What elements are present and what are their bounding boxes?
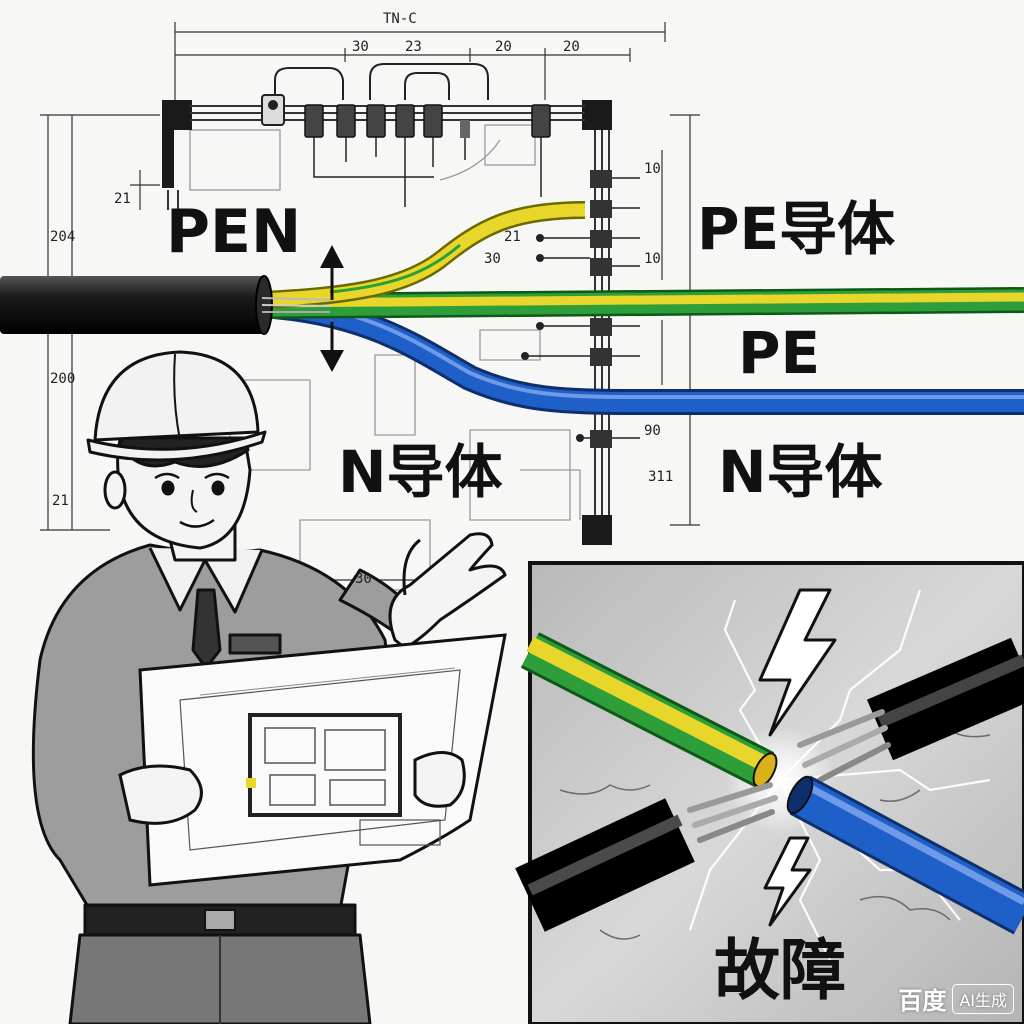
dimension-mid-3: 30: [355, 571, 372, 587]
watermark-ai-badge: AI生成: [952, 983, 1014, 1014]
split-arrows: [320, 245, 344, 372]
label-pen: PEN: [166, 197, 302, 267]
label-fault: 故障: [714, 932, 846, 1009]
fault-neutral-conductor: [786, 775, 1024, 935]
fault-pe-conductor: [520, 632, 778, 788]
fault-inset: [515, 561, 1024, 1024]
watermark: 百度 AI生成: [898, 981, 1014, 1016]
dimension-right-3: 90: [644, 423, 661, 439]
lightning-bolt-icon: [758, 588, 837, 737]
dimension-left-4: 21: [52, 493, 69, 509]
dimension-top-2: 23: [405, 39, 422, 55]
label-pe-conductor: PE导体: [697, 195, 896, 263]
pe-branch-yellow: [261, 201, 586, 309]
fault-black-cable-bottom: [515, 782, 778, 932]
dimension-left-2: 204: [50, 229, 76, 245]
dimension-right-2: 10: [644, 251, 661, 267]
dimension-left-1: 21: [114, 191, 131, 207]
blueprint-sheet: [138, 633, 507, 887]
pen-cable-black: [0, 275, 331, 335]
terminal-block-right: [521, 170, 640, 448]
top-loop-wires: [274, 63, 489, 100]
breaker-row-top: [261, 94, 551, 138]
fault-black-cable-top: [797, 637, 1024, 783]
system-label: TN-C: [383, 11, 417, 27]
label-n-conductor-right: N导体: [718, 438, 883, 506]
dimension-mid-1: 21: [504, 229, 521, 245]
dimension-top-4: 20: [563, 39, 580, 55]
engineer-hands: [118, 751, 466, 825]
dimension-right-1: 10: [644, 161, 661, 177]
dimension-top-3: 20: [495, 39, 512, 55]
dimension-left-3: 200: [50, 371, 76, 387]
watermark-brand: 百度: [898, 987, 947, 1015]
dimension-mid-2: 30: [484, 251, 501, 267]
pe-conductor-green-yellow: [261, 287, 1024, 319]
dimension-right-4: 311: [648, 469, 674, 485]
lightning-bolt-icon-small: [763, 836, 812, 927]
label-pe: PE: [738, 319, 821, 387]
dimension-top-1: 30: [352, 39, 369, 55]
breaker-drop-wires: [313, 137, 542, 207]
label-n-conductor-left: N导体: [338, 438, 503, 506]
